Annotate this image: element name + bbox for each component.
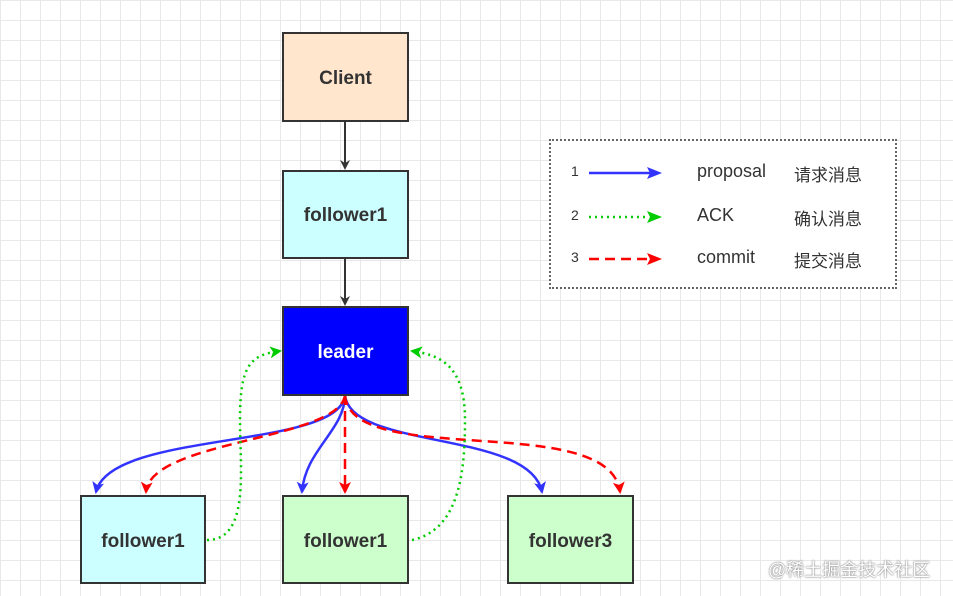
client-label: Client (319, 68, 372, 89)
follower-mid-label: follower1 (304, 531, 388, 552)
proposal-edge-right (343, 394, 546, 494)
follower-right-label: follower3 (529, 531, 612, 552)
ack-edge-left (206, 346, 282, 542)
legend-num: 2 (571, 207, 579, 223)
leader-node: leader (282, 306, 409, 396)
legend-row-commit: 3 commit 提交消息 (551, 247, 895, 271)
legend-row-proposal: 1 proposal 请求消息 (551, 161, 895, 185)
proposal-edge-mid (296, 394, 347, 494)
ack-edge-mid (410, 346, 467, 542)
legend-label: ACK (697, 205, 735, 225)
leader-label: leader (318, 342, 375, 363)
watermark: @稀土掘金技术社区 (768, 560, 931, 580)
dotted-arrow-icon (589, 211, 662, 223)
client-node: Client (282, 32, 409, 122)
proposal-edge-left (92, 394, 347, 494)
follower-top-label: follower1 (304, 205, 388, 226)
solid-arrow-icon (589, 167, 662, 179)
follower-right-node: follower3 (507, 495, 634, 584)
follower-left-node: follower1 (80, 495, 206, 584)
legend-num: 1 (571, 163, 579, 179)
dashed-arrow-icon (589, 253, 662, 265)
follower-mid-node: follower1 (282, 495, 409, 584)
follower-top-node: follower1 (282, 170, 409, 259)
legend-label: commit (697, 247, 755, 267)
legend-description: 提交消息 (794, 252, 862, 271)
legend: 1 proposal 请求消息 2 ACK 确认消息 3 commit 提交消息 (549, 139, 897, 289)
commit-edge-left (140, 394, 347, 494)
follower-left-label: follower1 (101, 531, 185, 552)
legend-description: 请求消息 (794, 166, 862, 185)
legend-label: proposal (697, 161, 767, 181)
legend-row-ack: 2 ACK 确认消息 (551, 205, 895, 229)
commit-edge-right (343, 394, 625, 494)
legend-num: 3 (571, 249, 579, 265)
legend-description: 确认消息 (794, 210, 862, 229)
